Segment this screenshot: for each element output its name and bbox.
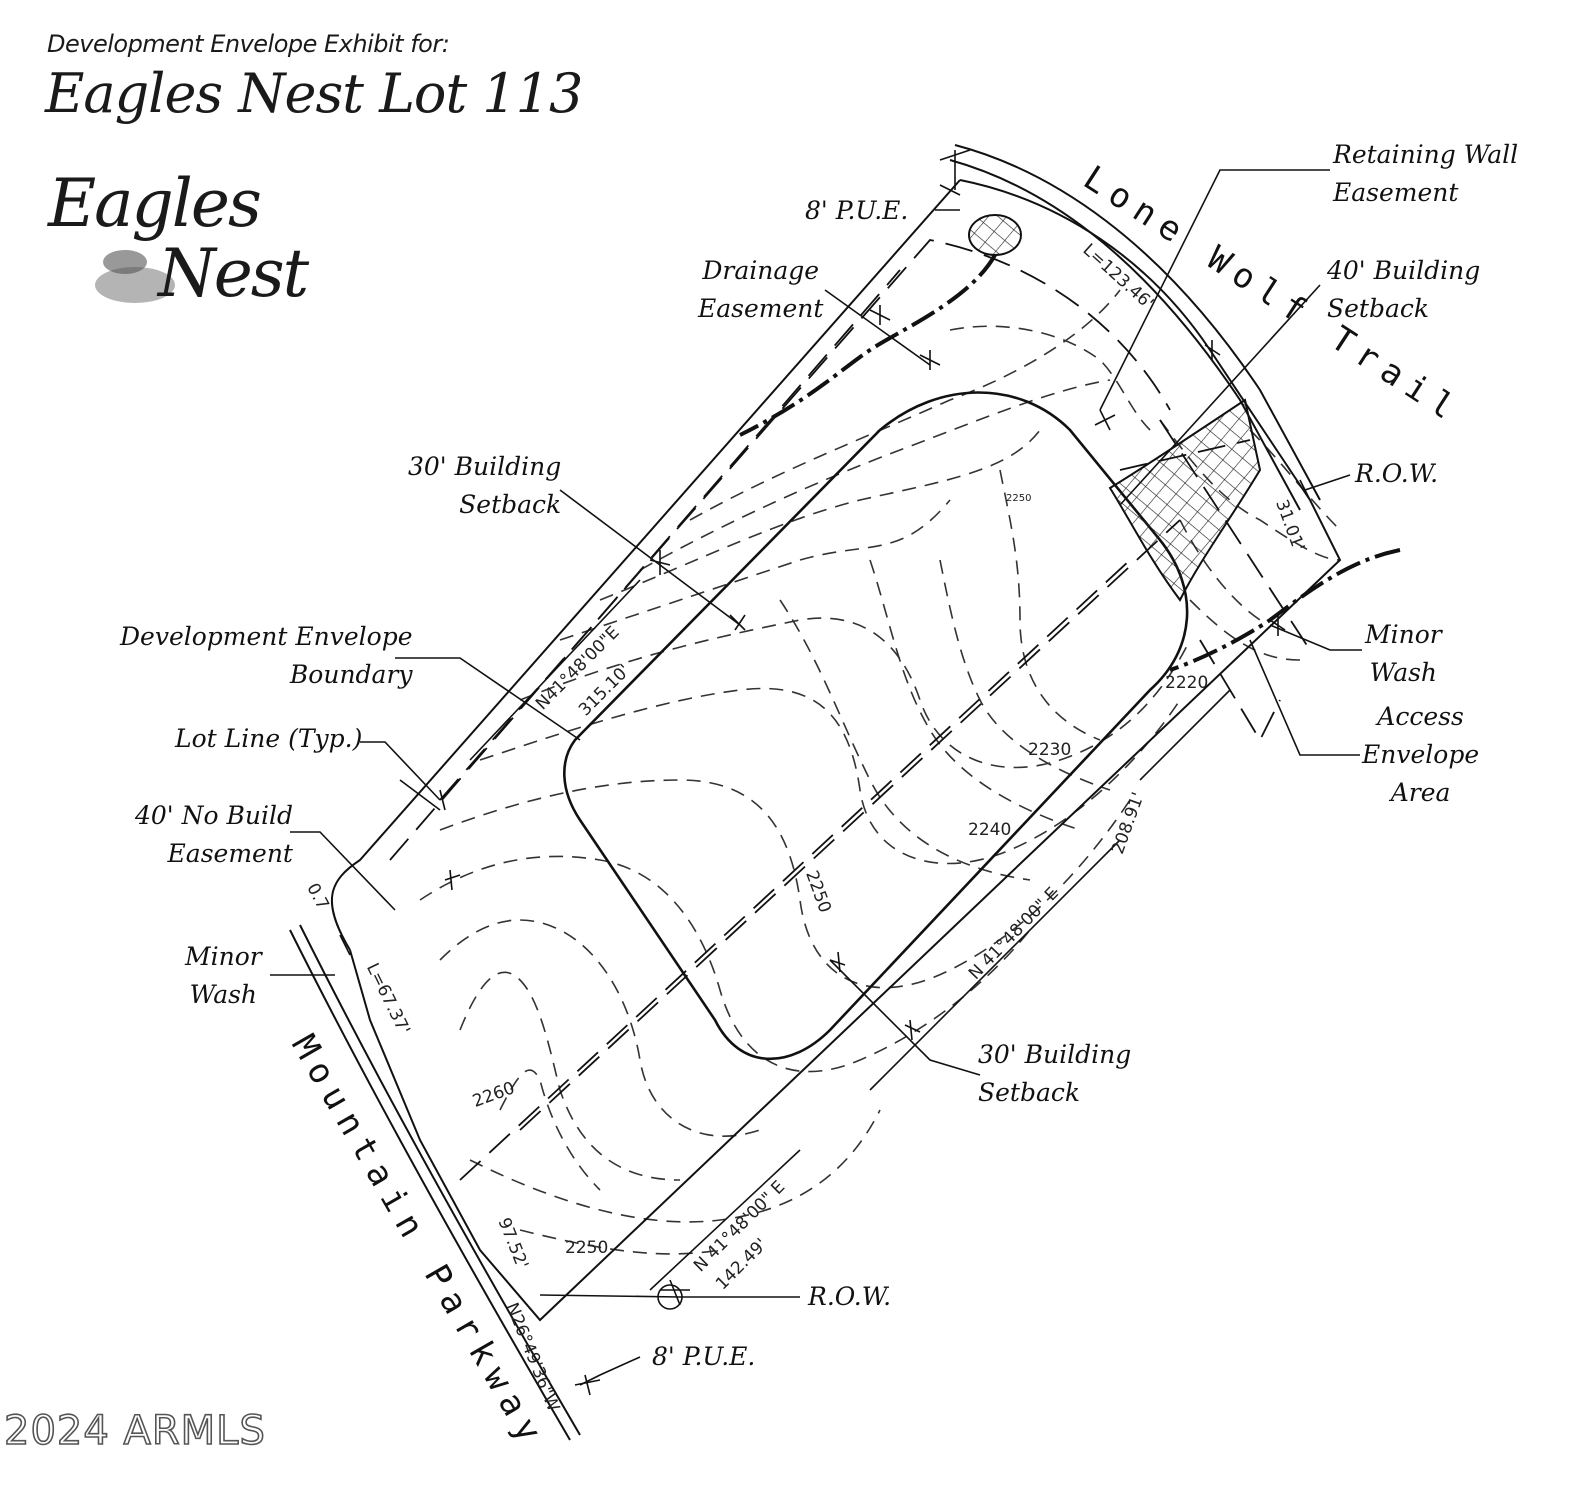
label-30-building-setback-bottom: 30' Building Setback (978, 1040, 1132, 1107)
lot-lines (331, 179, 1342, 1322)
copyright: 2024 ARMLS (3, 1407, 266, 1455)
contour-label-2230: 2230 (1028, 740, 1072, 760)
label-row-bottom: R.O.W. (808, 1282, 892, 1311)
label-minor-wash-left: Minor Wash (185, 942, 262, 1009)
contour-label-2220: 2220 (1165, 673, 1209, 693)
development-envelope-boundary (563, 391, 1189, 1061)
drainage-rock-area (968, 214, 1022, 256)
logo-line-2: Nest (158, 235, 309, 312)
contour-label-2240: 2240 (968, 820, 1012, 840)
logo-line-1: Eagles (48, 165, 262, 242)
leader-lines (270, 169, 1362, 1386)
label-lot-line: Lot Line (Typ.) (175, 724, 363, 753)
eagle-logo-mark (95, 250, 175, 303)
access-envelope-hatch (1108, 398, 1262, 602)
label-drainage-easement: Drainage Easement (698, 256, 824, 323)
spot-elevation: 2250 (1006, 493, 1032, 504)
label-row-right: R.O.W. (1355, 459, 1439, 488)
label-retaining-wall-easement: Retaining Wall Easement (1333, 140, 1519, 207)
label-40-building-setback: 40' Building Setback (1327, 256, 1481, 323)
dimension-lines (399, 579, 1231, 1291)
setback-lines (389, 239, 1311, 1181)
row-marker-circle (657, 1284, 683, 1310)
page-title: Eagles Nest Lot 113 (45, 62, 583, 125)
subtitle: Development Envelope Exhibit for: (47, 30, 450, 58)
label-access-envelope-area: Access Envelope Area (1362, 702, 1480, 807)
label-40-no-build-easement: 40' No Build Easement (135, 801, 293, 868)
street-edges (289, 144, 1321, 1441)
label-30-building-setback-top: 30' Building Setback (408, 452, 562, 519)
label-pue-bottom: 8' P.U.E. (652, 1342, 756, 1371)
label-pue-top: 8' P.U.E. (805, 196, 909, 225)
tick-marks (339, 149, 1311, 1396)
label-minor-wash-right: Minor Wash (1365, 620, 1442, 687)
contour-lines (419, 289, 1341, 1255)
label-development-envelope-boundary: Development Envelope Boundary (120, 622, 413, 689)
eagles-nest-logo: Eagles Nest (48, 165, 328, 325)
contour-label-2250-b: 2250 (565, 1238, 609, 1258)
